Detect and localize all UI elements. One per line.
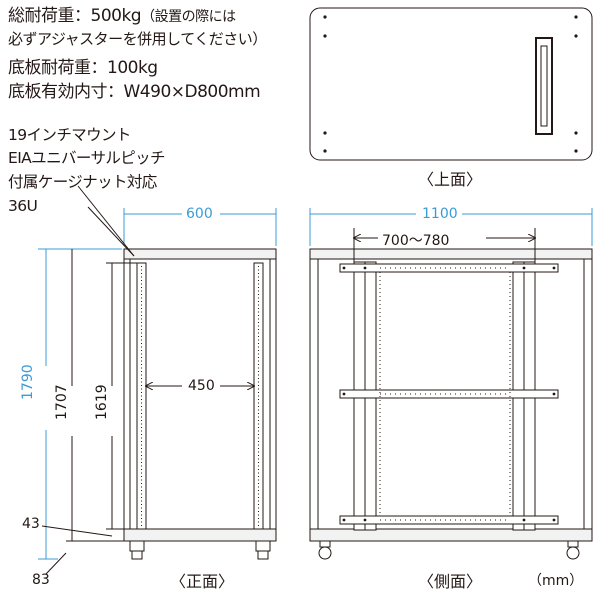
front-right-caster <box>255 540 271 552</box>
total-load-note-line: 必ずアジャスターを併用してください） <box>8 29 267 49</box>
front-width-label: 600 <box>186 206 213 222</box>
bottom-inner-line: 底板有効内寸：W490×D800mm <box>8 82 261 102</box>
total-load-note-1: （設置の際には <box>141 9 236 25</box>
side-top-rail <box>339 263 559 273</box>
side-bolt-hole <box>342 266 346 270</box>
side-depth-label: 1100 <box>422 206 458 222</box>
top-view-caption: 〈上面〉 <box>418 170 483 189</box>
side-frame <box>309 258 593 542</box>
front-frame <box>123 258 277 542</box>
bottom-load-line: 底板耐荷重：100kg <box>8 58 158 78</box>
rail-range-label: 700〜780 <box>382 233 450 249</box>
bottom-load-label: 底板耐荷重 <box>8 58 91 78</box>
caster-height-label: 83 <box>32 572 50 588</box>
front-top-cap <box>123 248 277 260</box>
front-width-dimension <box>123 208 277 246</box>
height-dimensions <box>38 185 137 575</box>
side-base <box>309 528 593 542</box>
front-base <box>123 528 277 542</box>
total-load-label: 総耐荷重 <box>8 6 75 26</box>
side-bottom-rail <box>339 515 559 525</box>
side-left-caster <box>318 546 332 560</box>
side-depth-dimension <box>309 208 593 246</box>
bottom-inner-value: W490×D800mm <box>123 82 261 102</box>
front-view <box>123 248 277 560</box>
total-load-value: 500kg <box>90 6 142 26</box>
front-inner-width-label: 450 <box>186 378 217 394</box>
side-middle-rail <box>339 389 559 399</box>
unit-label: （mm） <box>528 573 584 589</box>
side-right-caster <box>566 546 580 560</box>
side-view <box>309 228 593 560</box>
base-height-label: 43 <box>22 516 40 532</box>
top-view <box>309 7 593 161</box>
mount-note-line-4: 36U <box>8 197 38 215</box>
top-bolt-hole <box>323 15 327 19</box>
top-panel <box>309 7 593 161</box>
total-load-note-2: 必ずアジャスターを併用してください） <box>8 30 267 48</box>
bottom-inner-label: 底板有効内寸 <box>8 82 108 102</box>
front-view-caption: 〈正面〉 <box>170 572 235 591</box>
total-load-line: 総耐荷重：500kg（設置の際には <box>8 6 236 26</box>
front-left-caster <box>129 540 145 552</box>
mount-note-line-3: 付属ケージナット対応 <box>8 173 157 191</box>
mount-note-line-1: 19インチマウント <box>8 126 131 144</box>
bottom-load-value: 100kg <box>107 58 158 78</box>
side-view-caption: 〈側面〉 <box>418 572 483 591</box>
side-top-cap <box>309 248 593 260</box>
mount-note-line-2: EIAユニバーサルピッチ <box>8 149 166 167</box>
